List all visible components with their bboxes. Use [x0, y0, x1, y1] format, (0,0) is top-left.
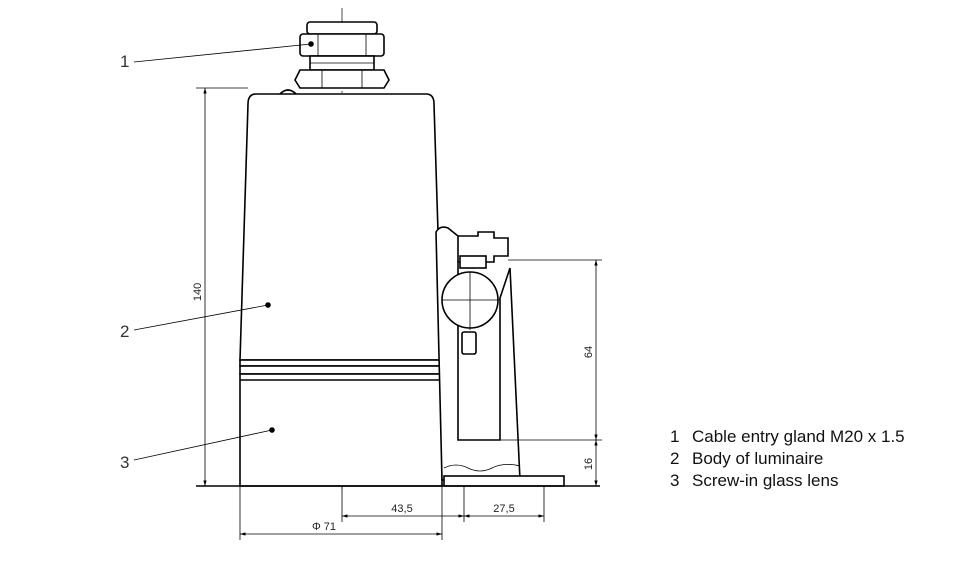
- dimension-height-64: 64: [500, 259, 602, 441]
- dimension-label-140: 140: [192, 283, 204, 301]
- legend-number: 2: [670, 449, 680, 468]
- callout-number-2: 2: [120, 322, 129, 341]
- mounting-bracket: [435, 226, 565, 487]
- callout-3: 3: [120, 429, 273, 472]
- dimension-label-diameter: Φ 71: [312, 521, 336, 533]
- callout-1: 1: [120, 43, 312, 71]
- dimension-label-27-5: 27,5: [493, 503, 514, 515]
- legend-label: Screw-in glass lens: [692, 471, 839, 490]
- callout-number-3: 3: [120, 453, 129, 472]
- dimension-height-16: 16: [583, 440, 598, 486]
- dimension-label-64: 64: [583, 346, 595, 358]
- cable-gland: [294, 21, 390, 89]
- legend-item-3: 3 Screw-in glass lens: [670, 470, 905, 492]
- dimension-label-43-5: 43,5: [391, 503, 412, 515]
- luminaire-body: [239, 89, 443, 381]
- glass-lens: [239, 373, 443, 487]
- legend-label: Cable entry gland M20 x 1.5: [692, 427, 905, 446]
- dimension-height-140: 140: [192, 87, 248, 486]
- dimension-label-16: 16: [583, 458, 595, 470]
- legend-item-1: 1 Cable entry gland M20 x 1.5: [670, 426, 905, 448]
- callout-number-1: 1: [120, 52, 129, 71]
- legend-label: Body of luminaire: [692, 449, 824, 468]
- legend-number: 3: [670, 471, 680, 490]
- dimension-diameter-71: Φ 71: [239, 486, 443, 540]
- legend-number: 1: [670, 427, 680, 446]
- legend-item-2: 2 Body of luminaire: [670, 448, 905, 470]
- dimension-horizontal-offsets: 43,5 27,5: [341, 486, 545, 522]
- parts-legend: 1 Cable entry gland M20 x 1.5 2 Body of lu…: [670, 426, 905, 492]
- callout-2: 2: [120, 304, 269, 341]
